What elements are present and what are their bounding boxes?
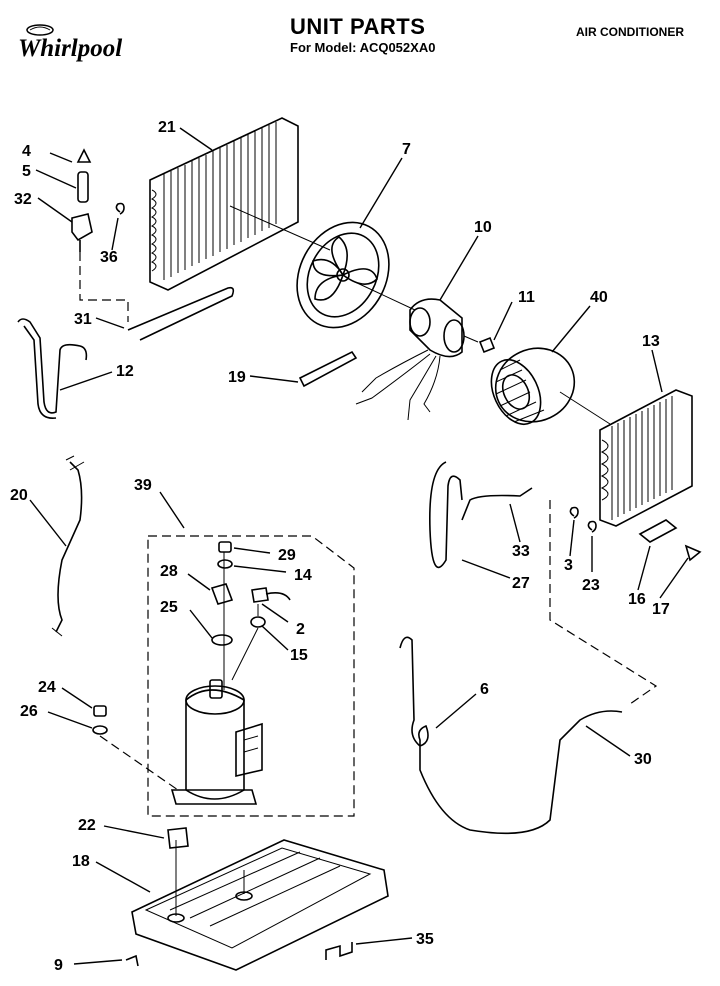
tube-connection xyxy=(549,500,658,705)
clip-part-3 xyxy=(569,506,579,519)
washer-26 xyxy=(92,725,108,735)
valve-core xyxy=(77,171,89,203)
part-label: 2 xyxy=(296,621,305,638)
suction-tube xyxy=(461,487,533,521)
part-label: 21 xyxy=(158,119,176,136)
part-label: 14 xyxy=(294,567,312,584)
part-label: 19 xyxy=(228,369,246,386)
fan-motor xyxy=(355,298,479,421)
part-label: 17 xyxy=(652,601,670,618)
part-label: 32 xyxy=(14,191,32,208)
part-label: 12 xyxy=(116,363,134,380)
part-label: 25 xyxy=(160,599,178,616)
bracket-part xyxy=(638,519,678,543)
part-label: 13 xyxy=(642,333,660,350)
fan-shaft xyxy=(229,205,416,311)
condenser-coil xyxy=(149,117,299,291)
compressor xyxy=(170,679,263,805)
condenser-fan xyxy=(296,221,390,329)
part-label: 4 xyxy=(22,143,31,160)
part-label: 33 xyxy=(512,543,530,560)
nut-24 xyxy=(93,705,107,717)
discharge-tube xyxy=(17,318,88,414)
part-label: 15 xyxy=(290,647,308,664)
model-line: For Model: ACQ052XA0 xyxy=(290,40,436,55)
part-label: 9 xyxy=(54,957,63,974)
part-label: 11 xyxy=(518,289,535,306)
category-label: AIR CONDITIONER xyxy=(576,25,684,39)
part-label: 28 xyxy=(160,563,178,580)
compressor-assembly-outline xyxy=(147,535,355,817)
whirlpool-logo: Whirlpool xyxy=(18,24,122,62)
part-label: 31 xyxy=(74,311,92,328)
washer-14 xyxy=(217,559,233,569)
valve-connection xyxy=(79,252,129,322)
part-label: 30 xyxy=(634,751,652,768)
page-title: UNIT PARTS xyxy=(290,14,426,39)
grommet-22 xyxy=(167,827,189,849)
wire-harness xyxy=(55,461,83,633)
part-label: 35 xyxy=(416,931,434,948)
part-label: 22 xyxy=(78,817,96,834)
grommet-29 xyxy=(218,541,232,553)
cap-part xyxy=(76,148,92,163)
condenser-tube xyxy=(127,286,235,341)
part-label: 40 xyxy=(590,289,608,306)
part-label: 26 xyxy=(20,703,38,720)
part-label: 27 xyxy=(512,575,530,592)
part-label: 10 xyxy=(474,219,492,236)
evaporator-coil xyxy=(599,389,693,527)
part-label: 23 xyxy=(582,577,600,594)
part-label: 29 xyxy=(278,547,296,564)
overload-2 xyxy=(251,587,291,603)
blower-wheel xyxy=(490,347,576,425)
mounting-strap xyxy=(298,350,358,388)
part-labels: 4 5 32 36 21 7 10 11 40 13 31 12 19 20 3… xyxy=(10,119,670,974)
clip-part-23 xyxy=(587,520,597,533)
svg-text:Whirlpool: Whirlpool xyxy=(18,35,122,62)
blower-shaft xyxy=(559,391,611,425)
leader-lines xyxy=(29,127,689,965)
base-pan xyxy=(131,839,389,971)
mounting-bracket-35 xyxy=(325,942,353,960)
part-label: 6 xyxy=(480,681,489,698)
part-label: 7 xyxy=(402,141,411,158)
part-label: 36 xyxy=(100,249,118,266)
drain-tube xyxy=(399,636,623,835)
part-label: 18 xyxy=(72,853,90,870)
clip-part xyxy=(115,202,125,215)
clip-part-9 xyxy=(125,954,139,967)
part-label: 5 xyxy=(22,163,31,180)
terminal-cover-28 xyxy=(210,583,234,605)
part-label: 20 xyxy=(10,487,28,504)
washer-15 xyxy=(250,616,266,628)
part-label: 24 xyxy=(38,679,56,696)
part-label: 3 xyxy=(564,557,573,574)
capillary-tube xyxy=(429,461,463,569)
part-label: 39 xyxy=(134,477,152,494)
thermistor-part xyxy=(684,544,702,562)
service-valve xyxy=(71,213,93,252)
nut-part xyxy=(478,336,496,354)
gasket-25 xyxy=(211,634,233,646)
part-label: 16 xyxy=(628,591,646,608)
